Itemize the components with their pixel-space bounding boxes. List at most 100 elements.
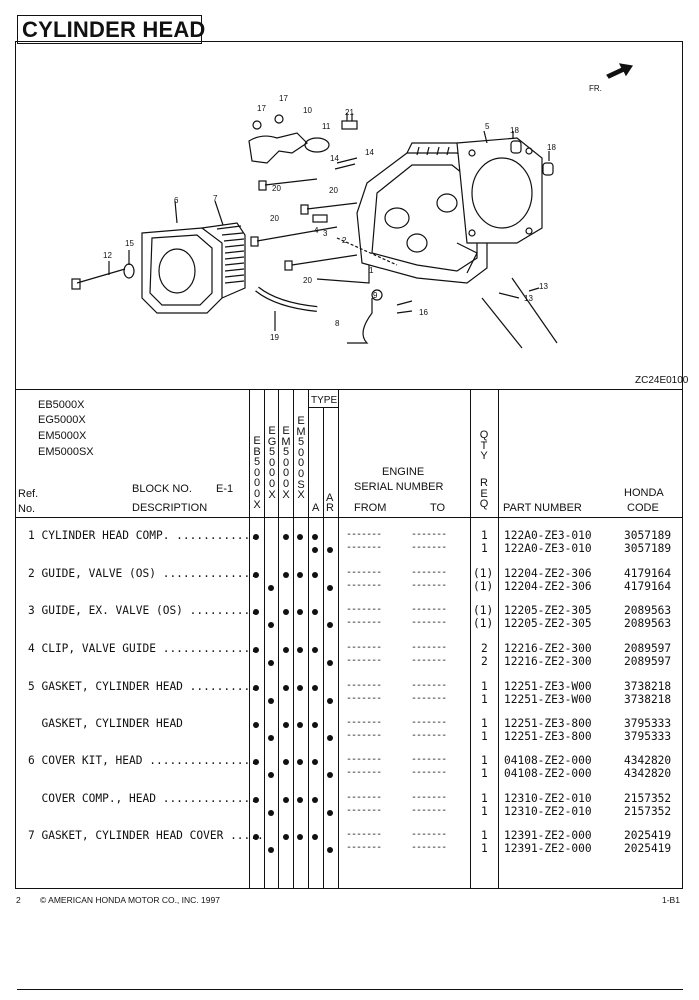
part-number: 12251-ZE3-800: [504, 717, 592, 730]
svg-text:14: 14: [365, 148, 374, 157]
applicability-dot: [312, 834, 318, 840]
honda-code: 4179164: [624, 567, 672, 580]
svg-text:13: 13: [539, 282, 548, 291]
honda-code: 4342820: [624, 766, 672, 780]
part-description: 5 GASKET, CYLINDER HEAD ..........: [28, 680, 258, 693]
applicability-dot: [268, 584, 274, 591]
part-description: 4 CLIP, VALVE GUIDE ..............: [28, 642, 258, 655]
applicability-dot: [283, 685, 289, 691]
part-number: 12251-ZE3-800: [504, 729, 592, 743]
svg-text:20: 20: [303, 276, 312, 285]
serial-range: -------: [346, 567, 382, 578]
serial-range: -------: [411, 541, 447, 553]
model-column-header: E M 5 0 0 0 X: [281, 425, 291, 501]
honda-code: 2089563: [624, 616, 672, 630]
part-description: 1 CYLINDER HEAD COMP. ............: [28, 529, 258, 542]
honda-code: 3738218: [624, 680, 672, 693]
quantity: (1): [473, 616, 494, 630]
model-name: EM5000X: [38, 430, 87, 442]
part-number: 122A0-ZE3-010: [504, 541, 592, 555]
svg-text:1: 1: [369, 266, 374, 275]
applicability-dot: [327, 846, 333, 853]
col-line: [264, 389, 265, 889]
applicability-dot: [312, 797, 318, 803]
honda-code: 2089597: [624, 642, 672, 655]
quantity: 1: [481, 680, 488, 693]
applicability-dot: [283, 647, 289, 653]
col-line: [249, 389, 250, 889]
honda-code: 2089563: [624, 604, 672, 617]
honda-code: 2157352: [624, 792, 672, 805]
block-no-label: BLOCK NO.: [132, 483, 192, 495]
applicability-dot: [268, 846, 274, 853]
col-line: [498, 389, 499, 889]
description-header: DESCRIPTION: [132, 502, 208, 514]
svg-text:7: 7: [213, 194, 218, 203]
svg-text:11: 11: [322, 122, 331, 131]
serial-range: -------: [411, 792, 447, 803]
honda-code: 2025419: [624, 829, 672, 842]
applicability-dot: [297, 759, 303, 765]
quantity: 1: [481, 541, 488, 555]
applicability-dot: [283, 759, 289, 765]
serial-range: -------: [346, 654, 382, 666]
type-column-r: R: [326, 502, 334, 514]
applicability-dot: [297, 572, 303, 578]
applicability-dot: [253, 647, 259, 653]
applicability-dot: [297, 685, 303, 691]
serial-range: -------: [411, 680, 447, 691]
honda-code: 3057189: [624, 529, 672, 542]
serial-range: -------: [411, 717, 447, 728]
type-column-a: A: [312, 502, 320, 514]
applicability-dot: [253, 534, 259, 540]
svg-text:17: 17: [279, 94, 288, 103]
applicability-dot: [297, 834, 303, 840]
applicability-dot: [253, 797, 259, 803]
serial-range: -------: [411, 729, 447, 741]
svg-text:14: 14: [330, 154, 339, 163]
part-number-header: PART NUMBER: [503, 502, 582, 514]
part-description: 2 GUIDE, VALVE (OS) ..............: [28, 567, 258, 580]
applicability-dot: [283, 722, 289, 728]
serial-range: -------: [346, 792, 382, 803]
col-line: [338, 389, 339, 889]
part-number: 12310-ZE2-010: [504, 804, 592, 818]
applicability-dot: [268, 809, 274, 816]
svg-text:20: 20: [272, 184, 281, 193]
part-number: 12391-ZE2-000: [504, 841, 592, 855]
applicability-dot: [283, 572, 289, 578]
callout-labels: 12 15 6 7 19 20 20 20 20 4 3 2 1 17 17 1…: [103, 84, 602, 342]
serial-range: -------: [346, 717, 382, 728]
serial-range: -------: [411, 529, 447, 540]
serial-range: -------: [346, 541, 382, 553]
model-name: EB5000X: [38, 399, 85, 411]
svg-text:18: 18: [547, 143, 556, 152]
applicability-dot: [283, 834, 289, 840]
part-number: 122A0-ZE3-010: [504, 529, 592, 542]
serial-range: -------: [411, 804, 447, 816]
front-label: FR.: [589, 84, 602, 93]
applicability-dot: [297, 722, 303, 728]
serial-range: -------: [346, 680, 382, 691]
honda-code: 4342820: [624, 754, 672, 767]
col-line: [470, 389, 471, 889]
quantity: 1: [481, 841, 488, 855]
exploded-diagram: 12 15 6 7 19 20 20 20 20 4 3 2 1 17 17 1…: [71, 63, 634, 349]
part-number: 12205-ZE2-305: [504, 616, 592, 630]
applicability-dot: [297, 797, 303, 803]
applicability-dot: [253, 722, 259, 728]
quantity: (1): [473, 579, 494, 593]
part-description: 7 GASKET, CYLINDER HEAD COVER .....: [28, 829, 264, 842]
title-box: [17, 15, 202, 44]
model-name: EG5000X: [38, 414, 86, 426]
honda-code-header: HONDA: [624, 487, 664, 499]
honda-code: 3795333: [624, 729, 672, 743]
bottom-rule: [17, 989, 683, 990]
serial-range: -------: [411, 829, 447, 840]
applicability-dot: [312, 722, 318, 728]
svg-text:20: 20: [329, 186, 338, 195]
svg-text:6: 6: [174, 196, 179, 205]
svg-text:4: 4: [314, 226, 319, 235]
applicability-dot: [312, 534, 318, 540]
serial-range: -------: [346, 642, 382, 653]
